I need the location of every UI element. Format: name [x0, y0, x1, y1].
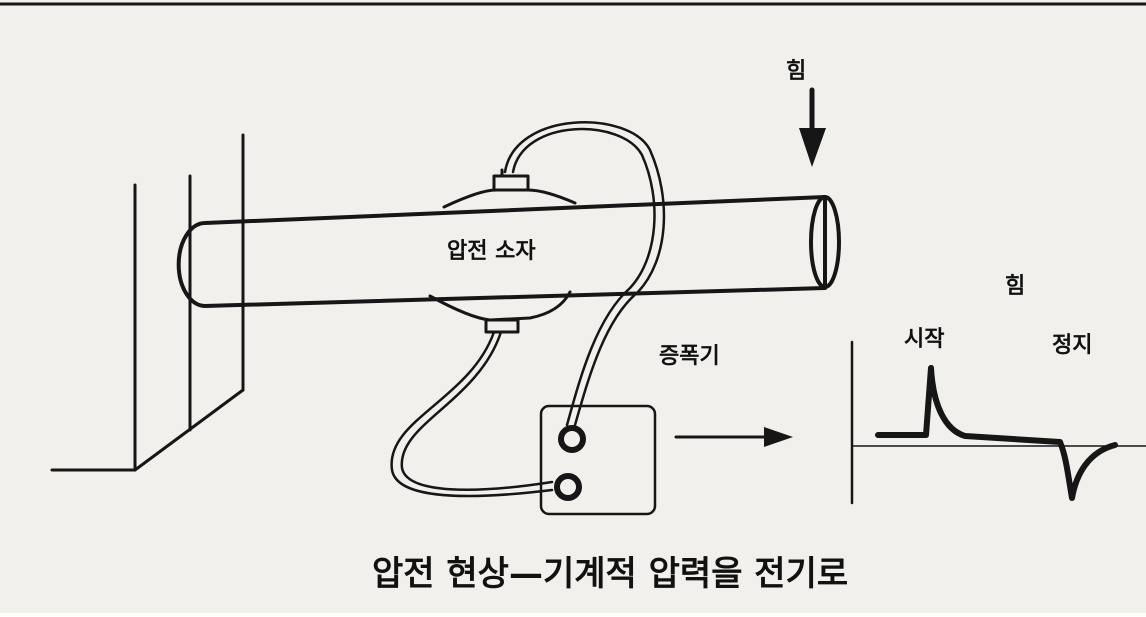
caption: 압전 현상—기계적 압력을 전기로 — [372, 554, 848, 594]
top-transducer — [442, 168, 577, 209]
stop-label: 정지 — [1052, 333, 1092, 358]
force-label-top: 힘 — [786, 59, 806, 84]
wall-support — [50, 133, 245, 472]
signal-cables — [390, 121, 666, 498]
signal-trace — [875, 365, 1118, 501]
signal-graph — [850, 340, 1146, 505]
amplifier-label: 증폭기 — [659, 344, 720, 369]
output-arrow — [674, 427, 793, 447]
element-label: 압전 소자 — [447, 239, 536, 264]
start-label: 시작 — [904, 327, 944, 352]
force-label-graph: 힘 — [1005, 274, 1025, 299]
force-arrow — [799, 87, 826, 167]
piezo-element-cylinder — [176, 195, 841, 308]
amplifier-box — [539, 404, 657, 516]
